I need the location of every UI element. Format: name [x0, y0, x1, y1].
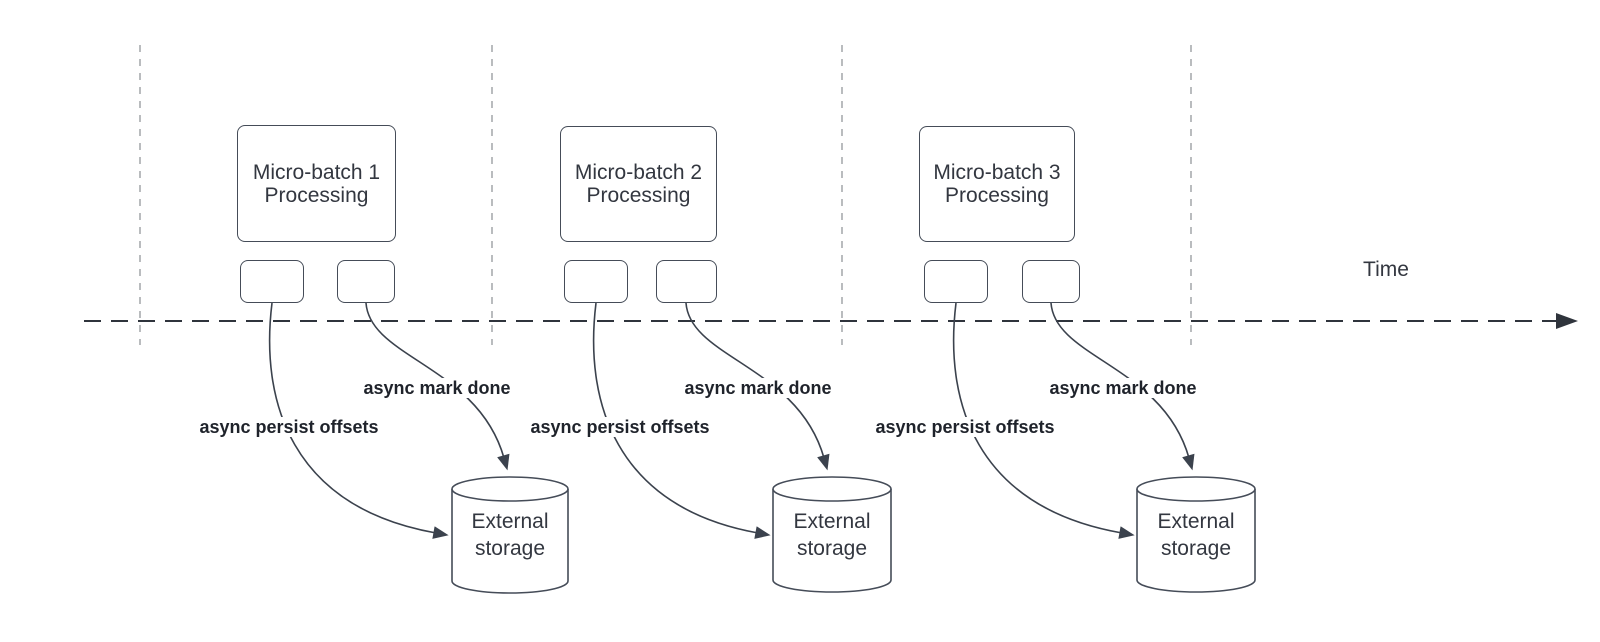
persist-offsets-edge: [592, 302, 771, 539]
processing-box: Micro-batch 3 Processing: [919, 126, 1075, 242]
processing-box-label: Micro-batch 1 Processing: [252, 160, 381, 207]
external-storage-cylinder: [451, 476, 569, 594]
mark-done-edge-label: async mark done: [681, 378, 835, 398]
persist-offsets-node: [240, 260, 304, 303]
mark-done-edge-label: async mark done: [1046, 378, 1200, 398]
persist-offsets-edge-label: async persist offsets: [527, 417, 713, 437]
processing-box-label: Micro-batch 3 Processing: [933, 161, 1061, 207]
mark-done-node: [1022, 260, 1080, 303]
processing-box-label: Micro-batch 2 Processing: [574, 161, 703, 207]
mark-done-edge: [685, 302, 830, 471]
external-storage-cylinder: [772, 476, 892, 593]
mark-done-edge: [1050, 302, 1195, 471]
external-storage-label: External storage: [1157, 510, 1235, 560]
time-axis-arrowhead: [1556, 313, 1578, 329]
mark-done-node: [337, 260, 395, 303]
mark-done-edge: [365, 302, 510, 471]
external-storage-label: External storage: [793, 510, 871, 560]
persist-offsets-edge-label: async persist offsets: [872, 417, 1058, 437]
processing-box: Micro-batch 1 Processing: [237, 125, 396, 242]
mark-done-edge-label: async mark done: [360, 378, 514, 398]
mark-done-node: [656, 260, 717, 303]
persist-offsets-edge: [268, 302, 449, 539]
external-storage-cylinder: [1136, 476, 1256, 593]
persist-offsets-edge-label: async persist offsets: [196, 417, 382, 437]
persist-offsets-node: [564, 260, 628, 303]
persist-offsets-edge: [952, 302, 1135, 539]
persist-offsets-node: [924, 260, 988, 303]
processing-box: Micro-batch 2 Processing: [560, 126, 717, 242]
time-axis-label: Time: [1363, 258, 1409, 281]
external-storage-label: External storage: [471, 510, 549, 560]
